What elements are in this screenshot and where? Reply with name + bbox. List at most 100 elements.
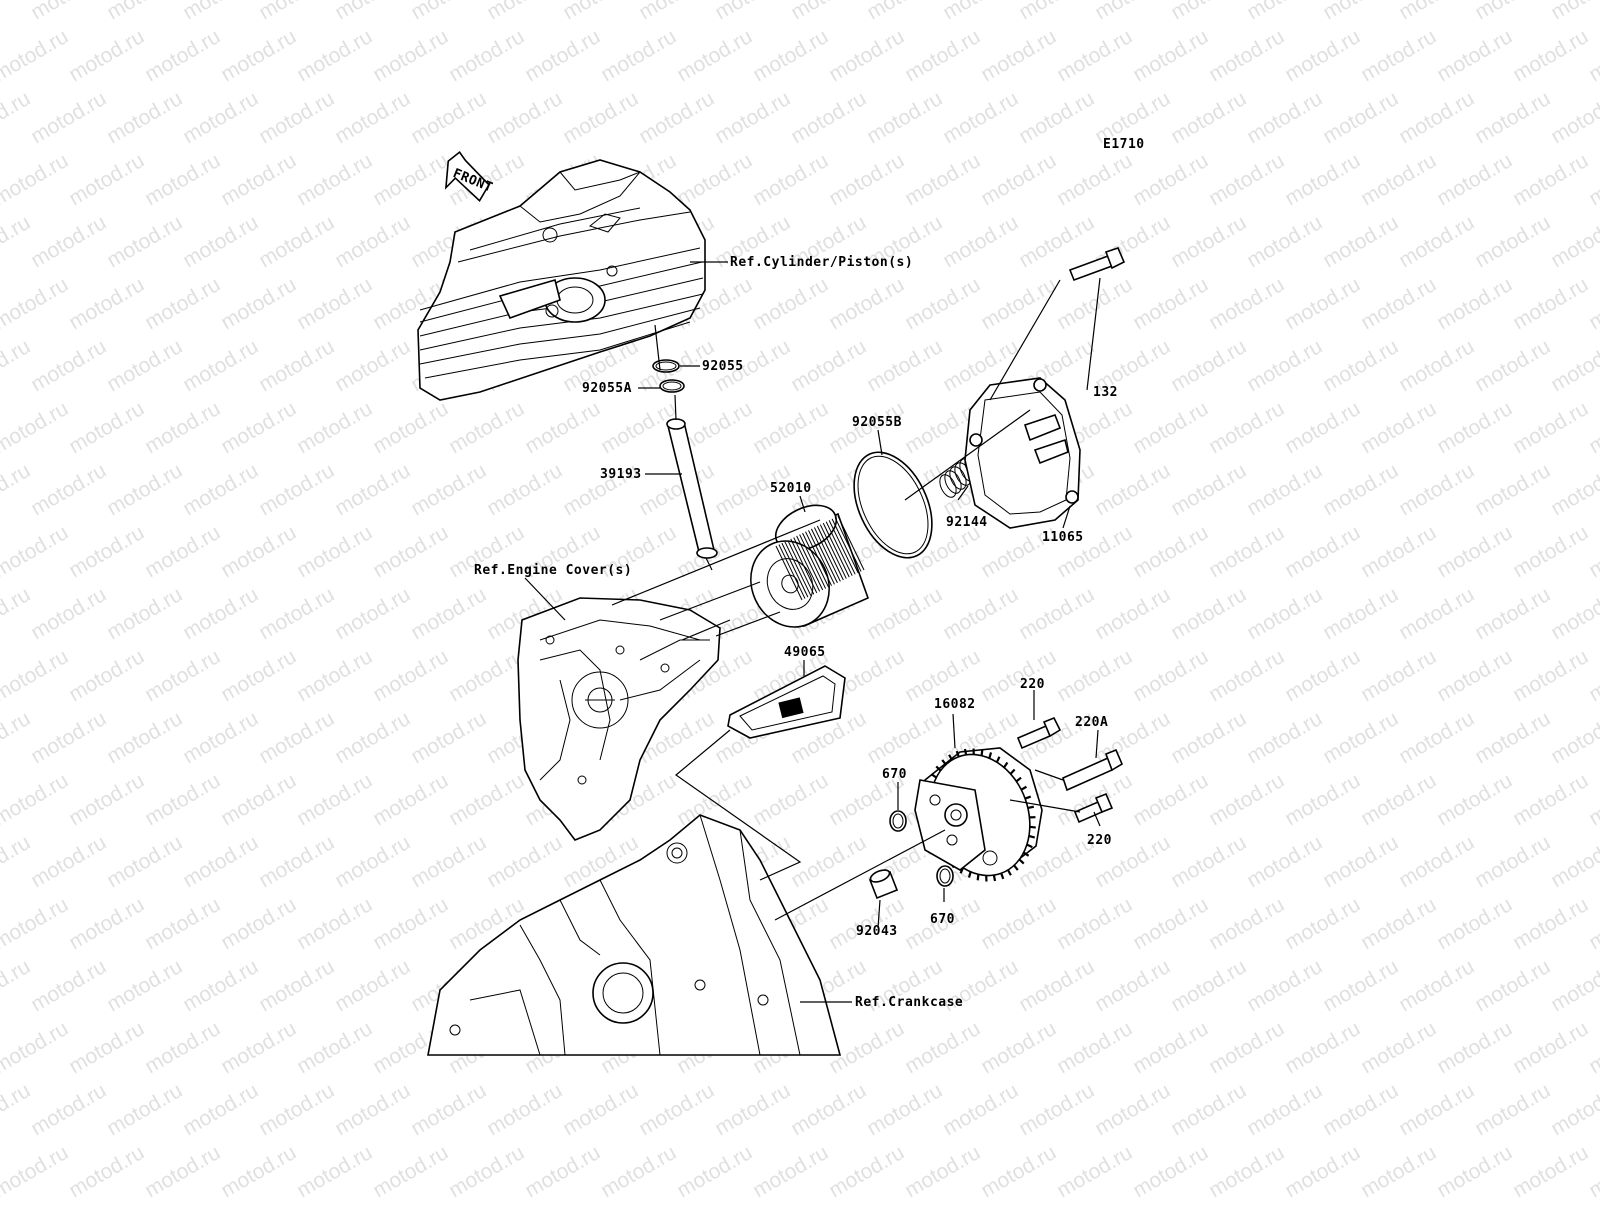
watermark-text: motod.ru [445, 1141, 528, 1200]
watermark-text: motod.ru [1015, 87, 1098, 148]
watermark-text: motod.ru [1395, 583, 1478, 644]
watermark-text: motod.ru [1091, 955, 1174, 1016]
watermark-text: motod.ru [1509, 25, 1592, 86]
watermark-text: motod.ru [1281, 1017, 1364, 1078]
watermark-text: motod.ru [369, 397, 452, 458]
watermark-text: motod.ru [901, 273, 984, 334]
watermark-text: motod.ru [1015, 1079, 1098, 1140]
watermark-text: motod.ru [293, 645, 376, 706]
watermark-text: motod.ru [863, 335, 946, 396]
o-ring-670-right [937, 866, 953, 886]
watermark-text: motod.ru [1395, 459, 1478, 520]
watermark-text: motod.ru [1433, 645, 1516, 706]
watermark-text: motod.ru [1167, 955, 1250, 1016]
watermark-text: motod.ru [1433, 769, 1516, 830]
watermark-text: motod.ru [179, 211, 262, 272]
watermark-text: motod.ru [1395, 707, 1478, 768]
watermark-text: motod.ru [407, 0, 490, 24]
watermark-text: motod.ru [1471, 335, 1554, 396]
gear-tooth [965, 749, 966, 755]
watermark-text: motod.ru [103, 583, 186, 644]
watermark-text: motod.ru [179, 707, 262, 768]
watermark-text: motod.ru [27, 583, 110, 644]
watermark-text: motod.ru [1357, 521, 1440, 582]
watermark-text: motod.ru [1585, 521, 1600, 582]
watermark-text: motod.ru [331, 1079, 414, 1140]
watermark-text: motod.ru [1547, 831, 1600, 892]
watermark-text: motod.ru [27, 335, 110, 396]
watermark-text: motod.ru [1053, 1017, 1136, 1078]
watermark-text: motod.ru [1547, 87, 1600, 148]
watermark-text: motod.ru [1167, 87, 1250, 148]
o-ring-92055a [660, 380, 684, 392]
watermark-text: motod.ru [255, 1079, 338, 1140]
watermark-text: motod.ru [1433, 893, 1516, 954]
watermark-text: motod.ru [65, 521, 148, 582]
watermark-text: motod.ru [141, 1017, 224, 1078]
o-ring-92055 [653, 360, 679, 372]
watermark-text: motod.ru [0, 831, 34, 892]
watermark-text: motod.ru [1281, 1141, 1364, 1200]
watermark-text: motod.ru [1015, 955, 1098, 1016]
watermark-text: motod.ru [939, 211, 1022, 272]
watermark-text: motod.ru [749, 769, 832, 830]
watermark-text: motod.ru [1129, 645, 1212, 706]
watermark-text: motod.ru [369, 769, 452, 830]
watermark-text: motod.ru [0, 955, 34, 1016]
watermark-text: motod.ru [65, 149, 148, 210]
watermark-text: motod.ru [1395, 87, 1478, 148]
watermark-text: motod.ru [1357, 149, 1440, 210]
watermark-text: motod.ru [977, 1017, 1060, 1078]
watermark-text: motod.ru [293, 769, 376, 830]
watermark-text: motod.ru [1319, 955, 1402, 1016]
watermark-text: motod.ru [217, 645, 300, 706]
watermark-text: motod.ru [331, 707, 414, 768]
watermark-text: motod.ru [331, 459, 414, 520]
watermark-text: motod.ru [977, 645, 1060, 706]
watermark-text: motod.ru [1053, 25, 1136, 86]
watermark-text: motod.ru [1471, 0, 1554, 24]
watermark-text: motod.ru [407, 707, 490, 768]
watermark-text: motod.ru [1205, 397, 1288, 458]
diagram-code: E1710 [1103, 137, 1145, 152]
watermark-text: motod.ru [939, 1079, 1022, 1140]
ref-cylinder-label: Ref.Cylinder/Piston(s) [730, 255, 913, 270]
watermark-text: motod.ru [445, 769, 528, 830]
watermark-text: motod.ru [27, 831, 110, 892]
watermark-text: motod.ru [1585, 149, 1600, 210]
watermark-text: motod.ru [141, 769, 224, 830]
watermark-text: motod.ru [749, 397, 832, 458]
watermark-text: motod.ru [65, 645, 148, 706]
watermark-text: motod.ru [293, 893, 376, 954]
watermark-text: motod.ru [141, 1141, 224, 1200]
watermark-text: motod.ru [0, 893, 72, 954]
watermark-text: motod.ru [1281, 273, 1364, 334]
watermark-text: motod.ru [27, 459, 110, 520]
watermark-text: motod.ru [863, 87, 946, 148]
part-220-bottom-label: 220 [1087, 833, 1112, 848]
watermark-text: motod.ru [1509, 521, 1592, 582]
watermark-text: motod.ru [1547, 211, 1600, 272]
watermark-text: motod.ru [217, 769, 300, 830]
watermark-text: motod.ru [179, 459, 262, 520]
watermark-text: motod.ru [1129, 769, 1212, 830]
watermark-text: motod.ru [141, 893, 224, 954]
watermark-text: motod.ru [141, 397, 224, 458]
watermark-text: motod.ru [65, 1141, 148, 1200]
watermark-text: motod.ru [1243, 211, 1326, 272]
watermark-text: motod.ru [939, 583, 1022, 644]
watermark-text: motod.ru [635, 1079, 718, 1140]
watermark-text: motod.ru [1129, 1141, 1212, 1200]
watermark-text: motod.ru [483, 459, 566, 520]
watermark-text: motod.ru [1205, 769, 1288, 830]
watermark-text: motod.ru [103, 0, 186, 24]
watermark-text: motod.ru [1395, 955, 1478, 1016]
watermark-text: motod.ru [1281, 769, 1364, 830]
watermark-text: motod.ru [1319, 211, 1402, 272]
watermark-text: motod.ru [1053, 893, 1136, 954]
watermark-text: motod.ru [1091, 1079, 1174, 1140]
watermark-text: motod.ru [1243, 831, 1326, 892]
watermark-text: motod.ru [1243, 459, 1326, 520]
